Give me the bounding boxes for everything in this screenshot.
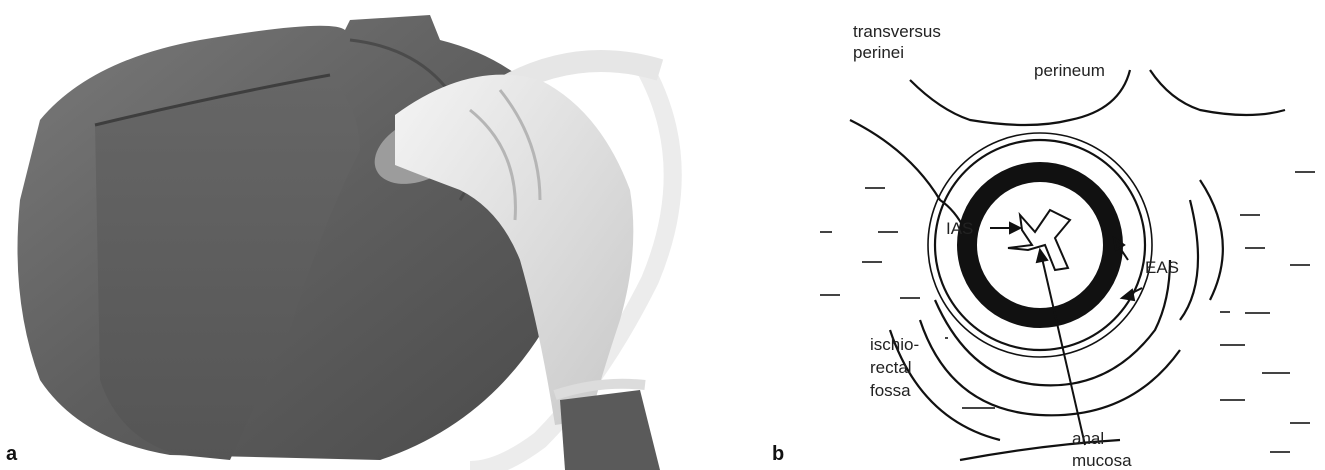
label-anal-mucosa-1: anal	[1072, 429, 1104, 448]
label-ischiorectal-2: rectal	[870, 358, 912, 377]
panel-a-photo: a	[0, 0, 700, 470]
anal-sphincter-diagram: transversus perinei perineum IAS EAS isc…	[770, 0, 1325, 470]
label-ias: IAS	[946, 219, 973, 238]
label-ischiorectal-3: fossa	[870, 381, 911, 400]
label-transversus-perinei-2: perinei	[853, 43, 904, 62]
panel-b-diagram: transversus perinei perineum IAS EAS isc…	[770, 0, 1325, 470]
label-perineum: perineum	[1034, 61, 1105, 80]
panel-label-a: a	[6, 443, 18, 465]
panel-label-b: b	[772, 443, 784, 465]
label-eas: EAS	[1145, 258, 1179, 277]
label-transversus-perinei-1: transversus	[853, 22, 941, 41]
label-ischiorectal-1: ischio-	[870, 335, 919, 354]
manikin-photo: a	[0, 0, 700, 470]
forearm	[560, 390, 660, 470]
label-anal-mucosa-2: mucosa	[1072, 451, 1132, 470]
ias-ring	[967, 172, 1113, 318]
